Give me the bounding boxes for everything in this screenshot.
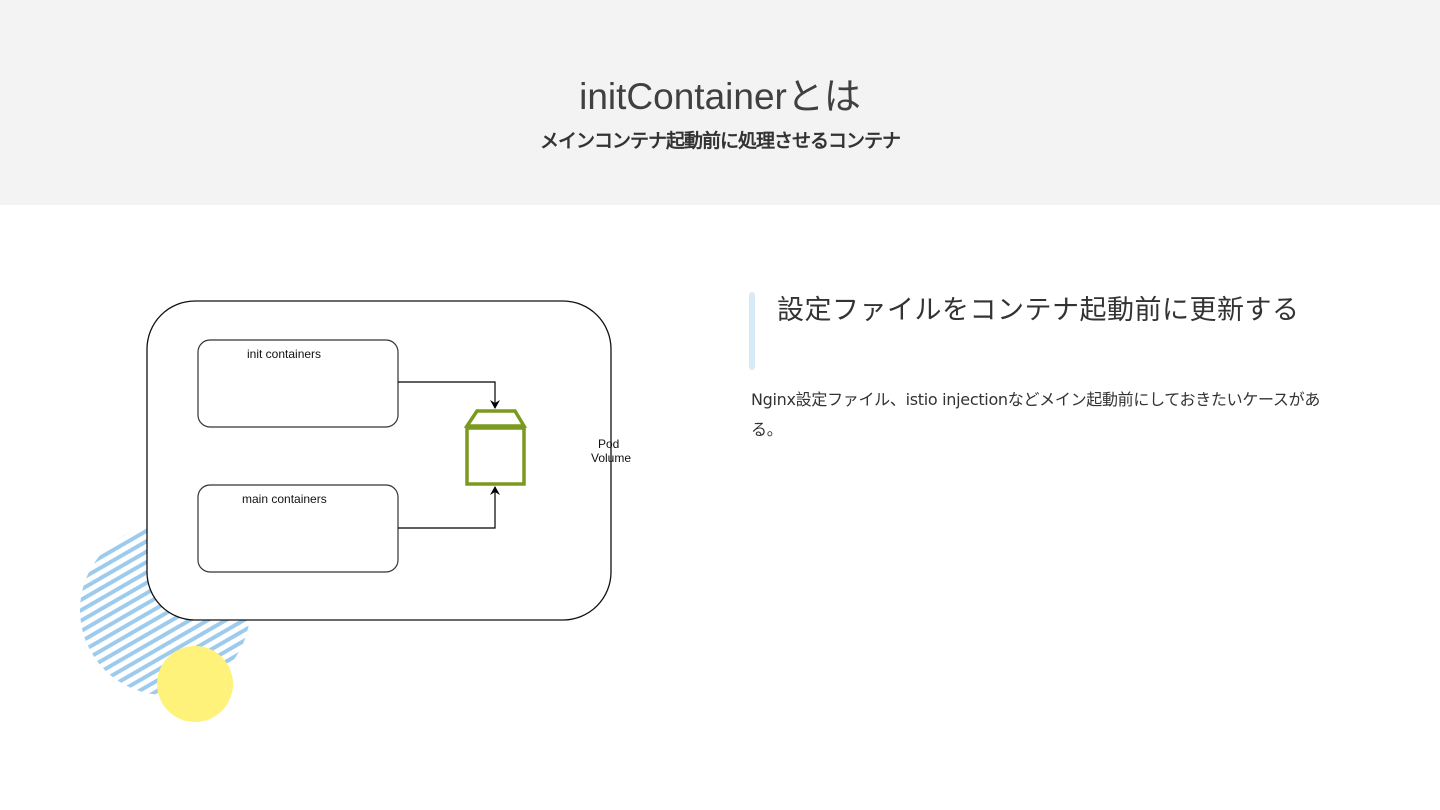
heading-accent-bar (749, 292, 755, 370)
yellow-circle-decoration (157, 646, 233, 722)
init-containers-label: init containers (247, 347, 321, 361)
section-heading: 設定ファイルをコンテナ起動前に更新する (777, 288, 1300, 327)
volume-label: Volume (591, 451, 631, 465)
main-containers-label: main containers (242, 492, 327, 506)
page-title: initContainerとは (0, 66, 1440, 120)
pod-diagram: init containers main containers Pod Volu… (0, 205, 700, 765)
page-subtitle: メインコンテナ起動前に処理させるコンテナ (0, 126, 1440, 153)
section-body: Nginx設定ファイル、istio injectionなどメイン起動前にしておき… (751, 385, 1341, 445)
pod-label: Pod (598, 437, 619, 451)
volume-icon (467, 411, 524, 484)
